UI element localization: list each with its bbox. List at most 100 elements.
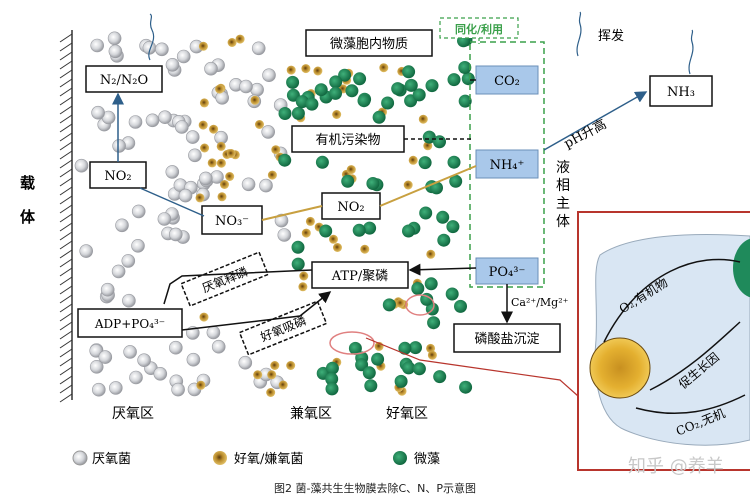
algae-cell: [286, 75, 300, 89]
connectors: [112, 11, 694, 331]
algae-cell: [291, 257, 305, 271]
facultative-cell: [396, 298, 405, 308]
algae-cell: [436, 210, 450, 224]
algae-cell: [363, 221, 377, 235]
algae-cell: [459, 380, 473, 394]
anaerobic-p-release-box: 厌氧释磷: [180, 251, 270, 307]
algae-cell: [458, 94, 472, 108]
legend-anaerobe-label: 厌氧菌: [92, 452, 131, 467]
facultative-cell: [426, 249, 436, 259]
facultative-cell: [216, 158, 226, 168]
highlight-oval-2: [405, 294, 435, 316]
facultative-cell: [301, 64, 311, 74]
anaerobe-cell: [241, 177, 256, 192]
facultative-cell: [198, 41, 208, 51]
facultative-cell: [199, 312, 209, 322]
anaerobe-cell: [185, 130, 200, 144]
svg-text:微藻胞内物质: 微藻胞内物质: [330, 36, 408, 52]
algae-cell: [424, 277, 438, 291]
svg-text:NO₂: NO₂: [104, 169, 131, 184]
algae-cell: [420, 292, 434, 306]
zoom-connector: [365, 337, 579, 397]
zoom-inset: O₂,有机物 促生长因 CO₂,无机: [577, 211, 750, 471]
facultative-cell: [346, 165, 356, 175]
anaerobe-cell: [137, 353, 151, 368]
facultative-cell: [286, 361, 296, 370]
legend-anaerobe-icon: [72, 450, 88, 466]
anaerobe-cell: [90, 38, 104, 53]
carrier-label-2: 体: [20, 208, 36, 226]
facultative-cell: [267, 370, 277, 380]
legend-algae-icon: [393, 451, 407, 465]
anaerobe-cell: [238, 355, 253, 370]
algae-cell: [412, 362, 426, 376]
anaerobe-cell: [211, 339, 226, 354]
anaerobe-cell: [262, 68, 276, 82]
facultative-cell: [426, 343, 436, 353]
anaerobe-cell: [131, 239, 145, 253]
algae-cell: [391, 82, 405, 96]
anaerobe-cell: [115, 218, 129, 233]
facultative-cell: [360, 244, 370, 254]
algae-cell: [348, 341, 362, 355]
anaerobe-cell: [259, 178, 273, 193]
algae-cell: [409, 341, 422, 355]
no2-mid-box: NO₂: [321, 192, 381, 220]
facultative-cell: [301, 228, 311, 238]
nh4-box: NH₄⁺: [475, 149, 539, 179]
zone-anaerobic: 厌氧区: [112, 406, 154, 422]
highlight-oval-1: [329, 331, 375, 355]
facultative-cell: [225, 172, 235, 181]
algae-cell: [345, 84, 359, 98]
facultative-cell: [227, 38, 237, 47]
legend-facultative-label: 好氧/嫌氧菌: [234, 452, 303, 467]
anaerobe-cell: [239, 79, 253, 94]
legend-facultative-icon: [213, 451, 227, 465]
algae-cell: [461, 72, 475, 86]
no3-box: NO₃⁻: [201, 205, 263, 235]
legend: 厌氧菌 好氧/嫌氧菌 微藻: [72, 450, 440, 467]
algae-cell: [427, 316, 441, 330]
anaerobe-cell: [100, 282, 115, 297]
carrier-wall: [59, 30, 73, 403]
facultative-cell: [270, 361, 280, 370]
algae-cell: [412, 88, 426, 102]
facultative-cell: [408, 155, 418, 165]
anaerobe-cell: [157, 212, 172, 226]
facultative-cell: [198, 120, 208, 130]
algae-cell: [329, 75, 343, 89]
algae-cell: [364, 379, 378, 393]
anaerobe-cell: [128, 115, 143, 129]
algae-cell: [437, 233, 451, 247]
algae-cell: [291, 106, 305, 120]
algae-cell: [315, 155, 329, 169]
adp-po4-box: ADP+PO₄³⁻: [77, 308, 183, 338]
svg-text:NH₃: NH₃: [667, 85, 695, 100]
anaerobe-cell: [74, 158, 89, 173]
facultative-cell: [379, 63, 389, 73]
svg-text:N₂/N₂O: N₂/N₂O: [100, 73, 148, 88]
anaerobe-cell: [188, 148, 202, 163]
anaerobe-cell: [129, 370, 143, 385]
algae-cell: [411, 282, 425, 295]
algae-cell: [425, 79, 439, 93]
anaerobe-cell: [122, 293, 136, 308]
facultative-cell: [200, 143, 210, 153]
anaerobe-cell: [186, 352, 201, 367]
watermark: 知乎 @养羊: [628, 456, 724, 477]
anaerobe-cell: [155, 42, 169, 57]
facultative-cell: [253, 370, 263, 380]
facultative-cell: [267, 170, 277, 180]
svg-text:ATP/聚磷: ATP/聚磷: [331, 269, 388, 284]
facultative-cell: [313, 66, 323, 76]
facultative-cell: [217, 192, 227, 202]
ph-rise-label: pH升高: [561, 116, 609, 152]
phosphate-precip-box: 磷酸盐沉淀: [453, 323, 561, 353]
anaerobe-cell: [261, 125, 276, 139]
algae-cell: [433, 135, 446, 149]
anaerobe-cell: [89, 359, 104, 374]
anaerobe-cell: [274, 213, 289, 228]
facultative-cell: [235, 34, 245, 44]
